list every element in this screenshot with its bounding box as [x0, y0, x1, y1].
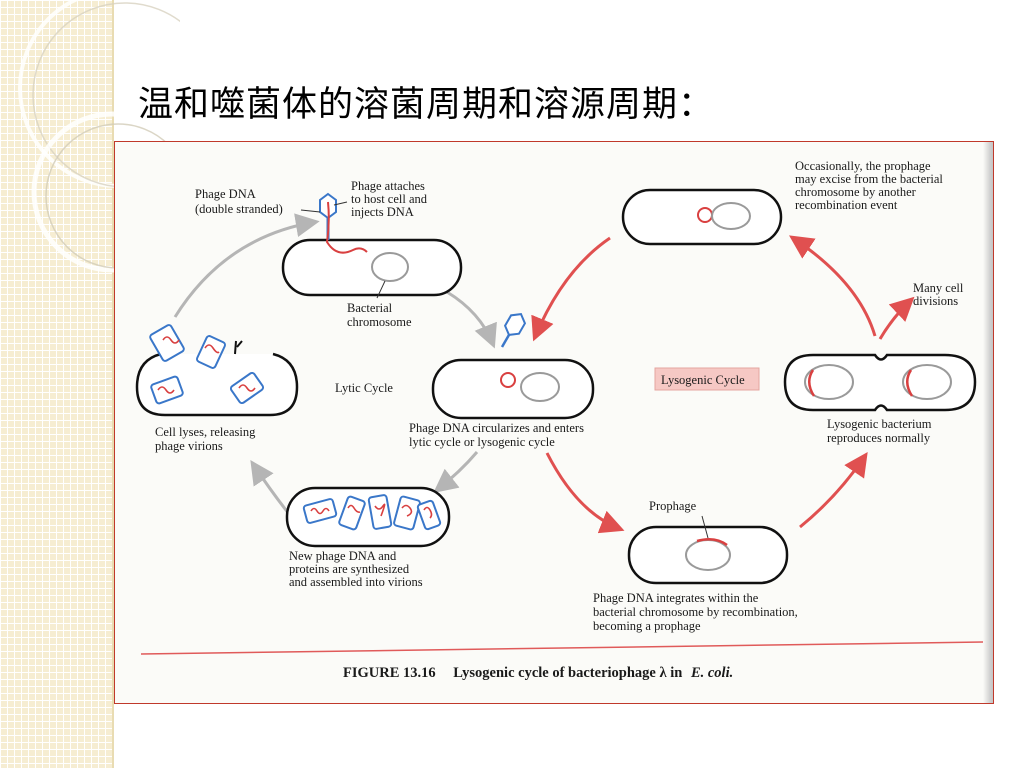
label-occasionally: Occasionally, the prophage may excise fr… [795, 159, 946, 212]
cell-prophage [627, 515, 789, 585]
sidebar-edge [112, 0, 114, 768]
page-edge-shadow [983, 142, 993, 703]
label-phage-attaches: Phage attaches to host cell and injects … [351, 179, 430, 219]
lysogenic-cycle-diagram: Phage DNA (double stranded) Phage attach… [135, 159, 984, 681]
lysogenic-label-bg [654, 367, 760, 391]
cell-assembly [285, 486, 451, 548]
label-cell-lyses: Cell lyses, releasing phage virions [155, 425, 258, 453]
label-bacterial-chromosome: Bacterial chromosome [347, 301, 412, 329]
label-phage-dna: Phage DNA (double stranded) [195, 187, 283, 216]
label-prophage: Prophage [649, 499, 697, 513]
label-circularizes: Phage DNA circularizes and enters lytic … [409, 421, 587, 449]
cell-lysed [135, 324, 299, 417]
label-new-phage: New phage DNA and proteins are synthesiz… [289, 549, 423, 589]
cell-dividing [783, 353, 977, 412]
label-lytic-cycle: Lytic Cycle [335, 381, 393, 395]
figure-panel: Phage DNA (double stranded) Phage attach… [114, 141, 994, 704]
caption-rule [140, 641, 984, 655]
cell-excision [621, 188, 783, 246]
figure-caption: FIGURE 13.16 Lysogenic cycle of bacterio… [343, 665, 733, 681]
labels: Phage DNA (double stranded) Phage attach… [155, 159, 966, 633]
label-reproduces: Lysogenic bacterium reproduces normally [827, 417, 935, 445]
lysogenic-arrows [531, 235, 915, 534]
caption-text: Lysogenic cycle of bacteriophage λ in [453, 665, 682, 681]
label-many-cell: Many cell divisions [913, 281, 966, 308]
label-lysogenic-cycle: Lysogenic Cycle [661, 373, 745, 387]
figure-number: FIGURE 13.16 [343, 665, 436, 681]
caption-organism: E. coli. [690, 665, 733, 681]
cell-attach [281, 192, 463, 299]
cell-circularize [431, 313, 595, 420]
label-integrates: Phage DNA integrates within the bacteria… [593, 591, 801, 633]
slide-title: 温和噬菌体的溶菌周期和溶源周期： [138, 85, 715, 125]
